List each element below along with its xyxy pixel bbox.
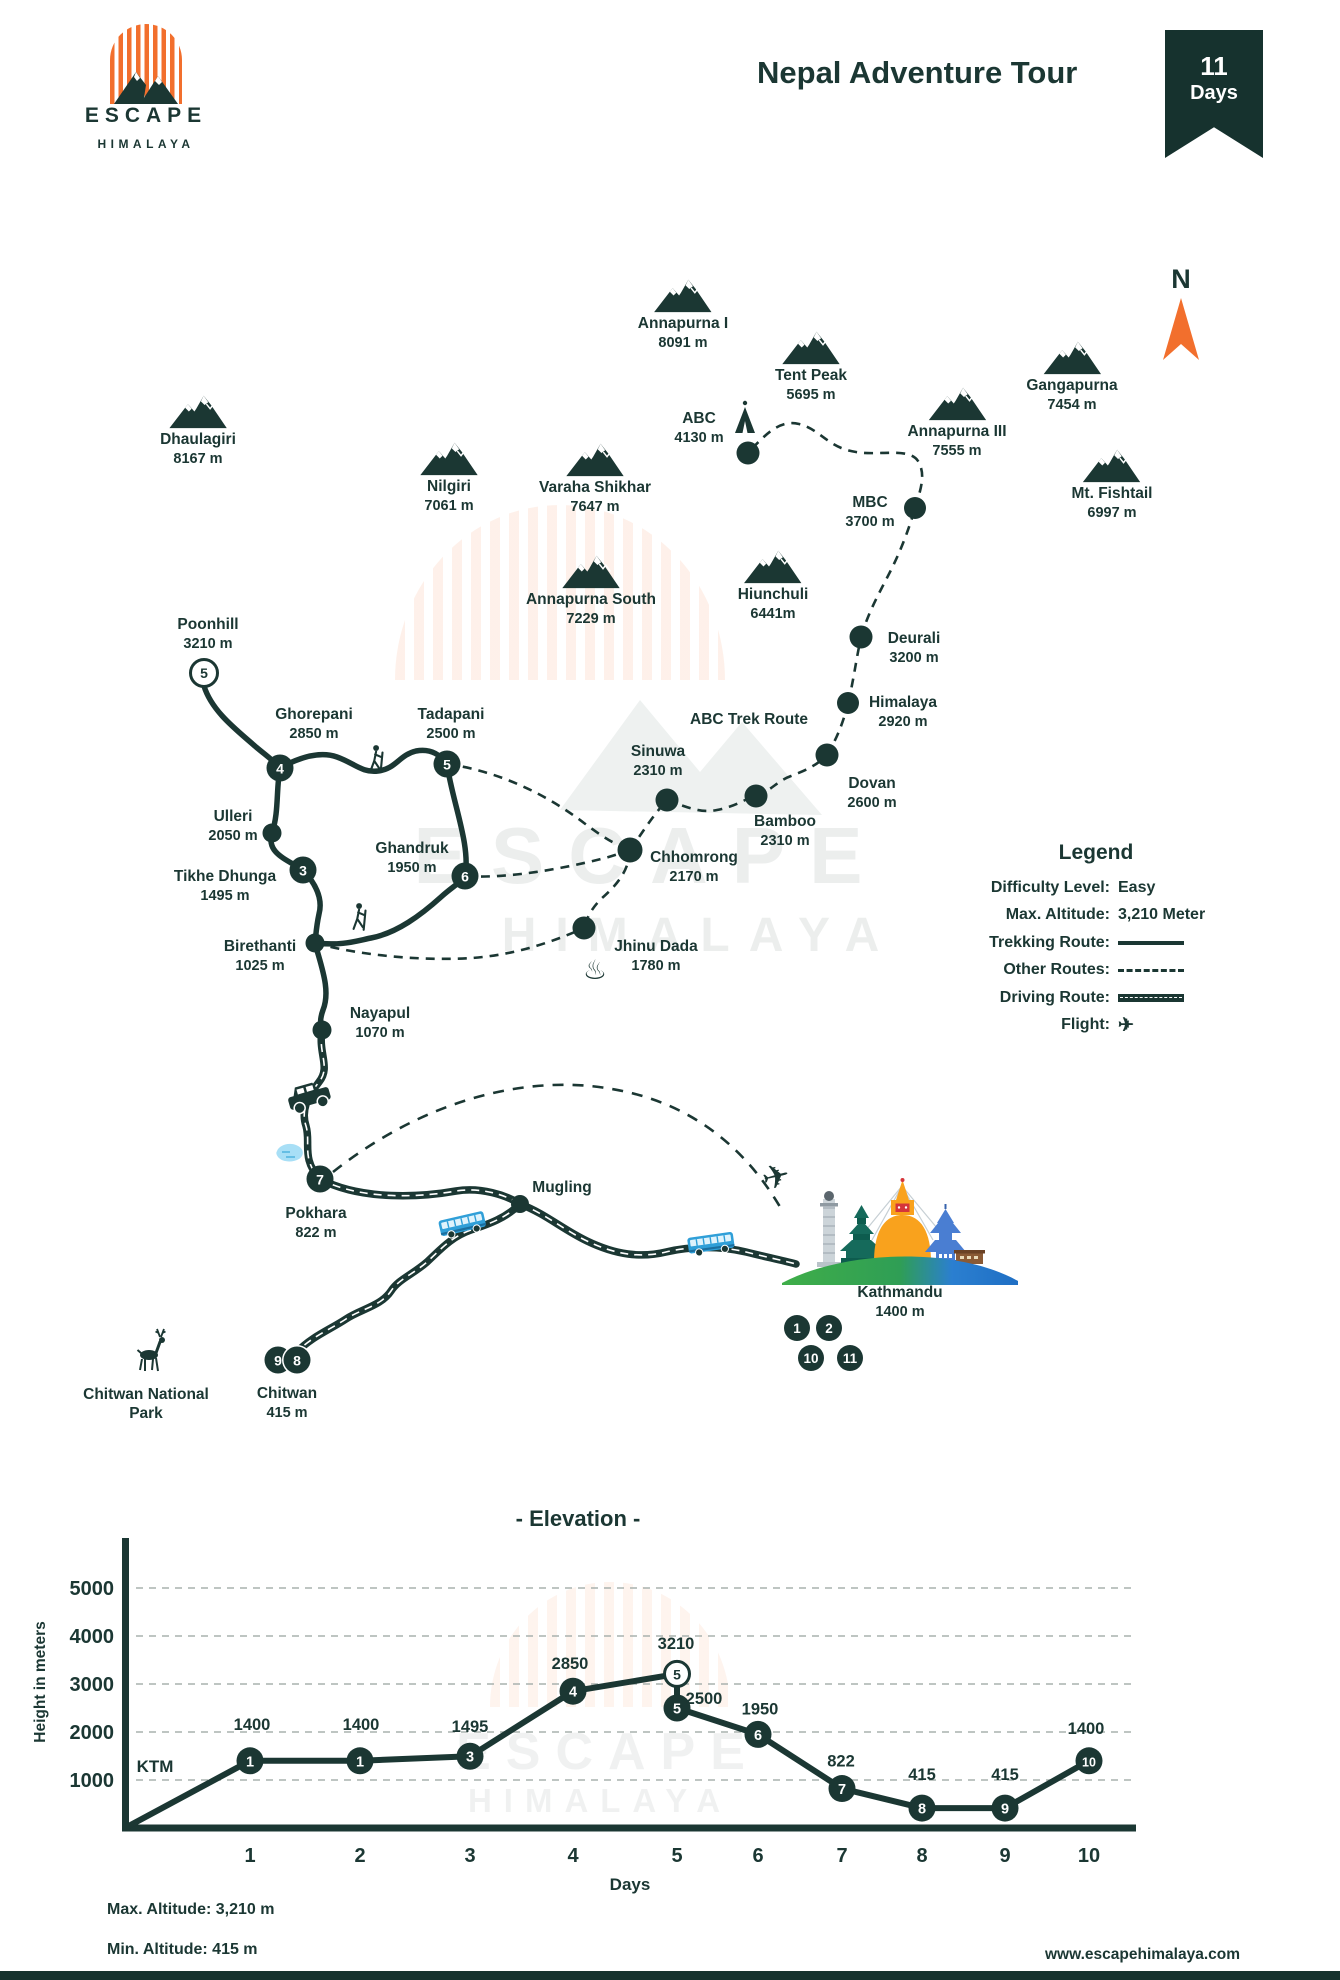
chart-open-marker: 5 — [673, 1666, 681, 1682]
hiker-icon — [352, 902, 367, 931]
airplane-icon: ✈ — [758, 1155, 794, 1198]
x-tick: 9 — [999, 1845, 1010, 1867]
chart-y-axis-label: Height in meters — [32, 1621, 49, 1743]
chart-day-marker: 9 — [1001, 1802, 1009, 1818]
driving-route-label: Driving Route: — [999, 988, 1110, 1006]
legend-title: Legend — [1058, 841, 1134, 864]
chart-data-label: 1950 — [742, 1700, 779, 1718]
kathmandu-illustration — [782, 1178, 1018, 1285]
x-tick: 1 — [244, 1845, 255, 1867]
x-tick: 5 — [671, 1845, 682, 1867]
flight-icon: ✈ — [1118, 1014, 1134, 1036]
logo-wordmark: ESCAPE — [84, 104, 208, 127]
chart-day-marker: 5 — [673, 1702, 681, 1718]
hiker-icon — [369, 744, 384, 773]
dharahara-tower — [817, 1191, 841, 1267]
y-tick: 1000 — [70, 1770, 115, 1792]
north-label: N — [1171, 264, 1191, 294]
page-title: Nepal Adventure Tour — [757, 55, 1078, 90]
watermark-text: HIMALAYA — [467, 1782, 733, 1819]
boudhanath-stupa — [874, 1178, 931, 1262]
chart-data-label: 822 — [827, 1753, 855, 1771]
other-routes-sample — [1118, 968, 1184, 972]
jeep-icon — [288, 1082, 331, 1115]
difficulty-value: Easy — [1118, 878, 1156, 896]
chart-day-marker: 1 — [356, 1754, 364, 1770]
lake-icon — [276, 1143, 303, 1162]
x-tick: 6 — [752, 1845, 763, 1867]
website-link[interactable]: www.escapehimalaya.com — [1045, 1946, 1240, 1963]
y-tick: 2000 — [70, 1722, 115, 1744]
y-tick: 4000 — [70, 1626, 115, 1648]
max-altitude-note: Max. Altitude: 3,210 m — [107, 1901, 275, 1918]
chart-data-label: 415 — [991, 1766, 1019, 1784]
chart-day-marker: 8 — [918, 1802, 926, 1818]
x-tick: 8 — [916, 1845, 927, 1867]
x-tick: 7 — [836, 1845, 847, 1867]
footer-bar — [0, 1971, 1340, 1980]
chart-data-label: 1495 — [452, 1718, 489, 1736]
driving-routes — [293, 1026, 800, 1356]
elevation-chart: 1000 2000 3000 4000 5000 1 2 3 4 5 6 7 8 9 10 1 1400 1 140… — [70, 1538, 1136, 1894]
north-arrow-icon — [1163, 298, 1199, 360]
chart-day-marker: 4 — [569, 1685, 577, 1701]
chart-day-marker: 10 — [1082, 1755, 1096, 1769]
chart-data-label: 1400 — [1068, 1720, 1105, 1738]
chart-x-axis-label: Days — [610, 1875, 651, 1894]
driving-route-sample — [1118, 993, 1184, 1002]
chart-data-label: 2500 — [686, 1690, 723, 1708]
chart-day-marker: 3 — [466, 1750, 474, 1766]
min-altitude-note: Min. Altitude: 415 m — [107, 1941, 258, 1958]
deer-icon — [136, 1328, 166, 1372]
days-badge-label: Days — [1190, 82, 1238, 104]
chart-data-label: 1400 — [234, 1716, 271, 1734]
logo-arch-icon — [110, 24, 182, 104]
y-tick: 5000 — [70, 1578, 115, 1600]
route-dots — [262, 441, 926, 1213]
chart-day-marker: 1 — [246, 1754, 254, 1770]
legend: Legend Difficulty Level: Easy Max. Altitu… — [950, 841, 1242, 1039]
hot-spring-icon: ♨ — [583, 955, 607, 985]
max-altitude-label: Max. Altitude: — [1005, 906, 1110, 924]
chart-data-label: 415 — [908, 1766, 936, 1784]
logo-wordmark-sub: HIMALAYA — [97, 137, 195, 151]
x-tick: 2 — [354, 1845, 365, 1867]
kathmandu-hill — [782, 1256, 1018, 1285]
brick-building — [954, 1250, 985, 1264]
bus-icon — [686, 1230, 736, 1259]
other-routes-label: Other Routes: — [1003, 961, 1110, 979]
difficulty-label: Difficulty Level: — [990, 878, 1110, 896]
x-tick: 4 — [567, 1845, 579, 1867]
chart-data-label: 2850 — [552, 1655, 589, 1673]
y-tick: 3000 — [70, 1674, 115, 1696]
other-routes — [314, 421, 924, 1213]
trekking-route-sample — [1118, 941, 1184, 945]
trekking-route-label: Trekking Route: — [989, 933, 1110, 951]
trekking-routes — [201, 683, 469, 1033]
flight-label: Flight: — [1061, 1016, 1110, 1034]
watermark-text: HIMALAYA — [501, 909, 899, 962]
days-badge-number: 11 — [1200, 51, 1228, 81]
chart-day-marker: 7 — [838, 1782, 846, 1798]
chart-start-label: KTM — [137, 1757, 174, 1776]
chart-data-label: 1400 — [343, 1716, 380, 1734]
x-tick: 3 — [464, 1845, 475, 1867]
chart-title: - Elevation - — [515, 1506, 641, 1531]
abc-trek-route-label: ABC Trek Route — [690, 711, 808, 728]
x-tick: 10 — [1078, 1845, 1100, 1867]
chart-day-marker: 6 — [754, 1728, 762, 1744]
chart-data-label: 3210 — [658, 1635, 695, 1653]
max-altitude-value: 3,210 Meter — [1118, 906, 1206, 924]
tent-icon — [735, 400, 755, 433]
